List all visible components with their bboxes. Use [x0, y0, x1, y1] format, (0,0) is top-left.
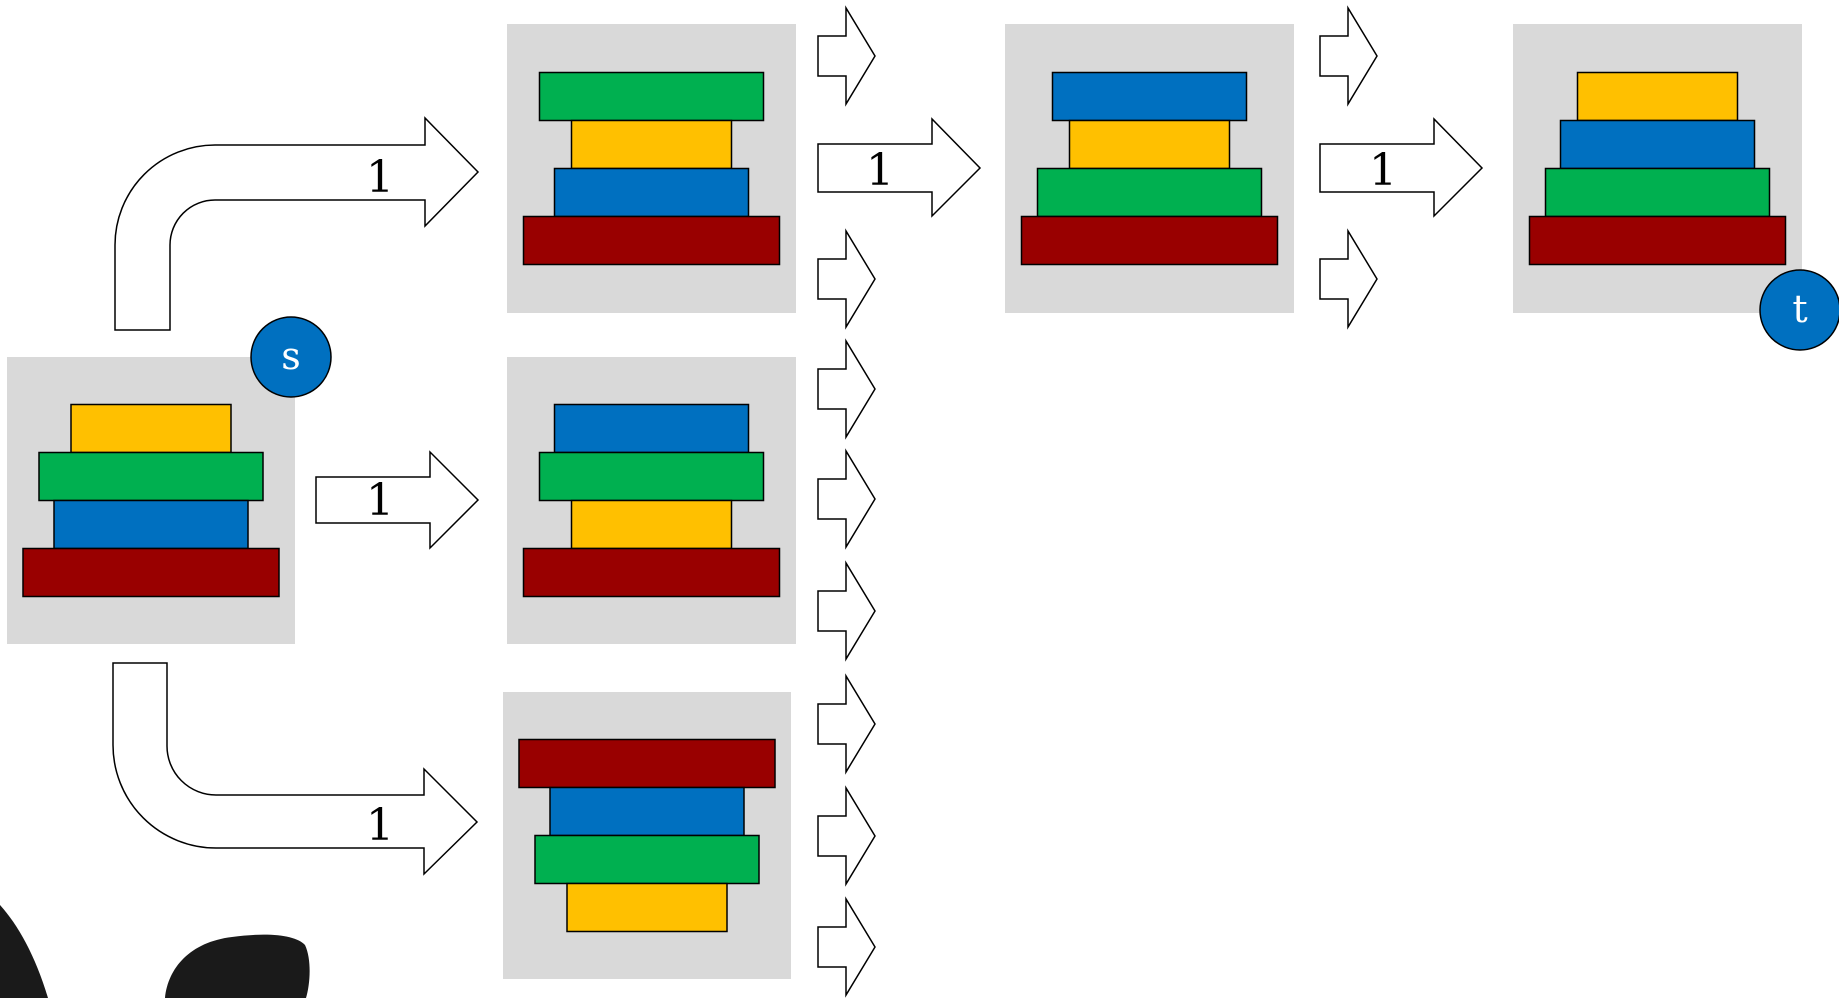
disc-red — [522, 215, 781, 266]
disc-yellow — [1068, 119, 1231, 170]
disc-red — [22, 547, 280, 598]
disc-green — [534, 834, 760, 885]
decorative-dark-blob — [0, 905, 310, 998]
disc-blue — [1559, 119, 1756, 170]
start-node-label: s — [281, 334, 301, 378]
small-arrow — [817, 785, 876, 887]
state-panel-level1-middle — [507, 357, 796, 644]
small-outgoing-arrows — [817, 5, 1378, 998]
target-node-circle — [1759, 269, 1839, 351]
disc-yellow — [70, 403, 232, 454]
straight-arrow — [817, 117, 982, 218]
small-arrow — [817, 560, 876, 662]
straight-arrow — [315, 450, 480, 550]
disc-red — [1528, 215, 1787, 266]
state-panels — [7, 24, 1802, 979]
disc-green — [1036, 167, 1263, 218]
dark-shape-left — [0, 905, 48, 998]
edge-weight-label: 1 — [866, 145, 894, 196]
disc-blue — [549, 786, 745, 837]
edge-weight-label: 1 — [366, 152, 394, 203]
edge-start-to-top: 1 — [114, 116, 480, 331]
small-arrow — [817, 5, 876, 107]
small-arrow — [1319, 5, 1378, 107]
straight-arrow — [1319, 117, 1484, 218]
disc-yellow — [570, 499, 733, 550]
small-arrow — [817, 448, 876, 550]
disc-blue — [553, 167, 750, 218]
disc-red — [522, 547, 781, 598]
state-panel-start — [7, 357, 295, 644]
target-node-label: t — [1792, 287, 1807, 331]
curved-arrow-up — [114, 116, 480, 331]
target-node: t — [1759, 269, 1839, 351]
disc-red — [1020, 215, 1279, 266]
small-arrow — [1319, 228, 1378, 330]
disc-green — [1544, 167, 1771, 218]
small-arrow — [817, 338, 876, 440]
edge-start-to-middle: 1 — [315, 450, 480, 550]
disc-blue — [53, 499, 249, 550]
curved-arrow-down — [112, 662, 479, 876]
disc-blue — [553, 403, 750, 454]
state-panel-level1-bottom — [503, 692, 791, 979]
start-node-circle — [250, 316, 332, 398]
disc-green — [538, 71, 765, 122]
state-panel-level1-top — [507, 24, 796, 313]
disc-yellow — [1576, 71, 1739, 122]
disc-green — [38, 451, 264, 502]
edge-weight-label: 1 — [1369, 145, 1397, 196]
disc-red — [518, 738, 776, 789]
disc-green — [538, 451, 765, 502]
disc-blue — [1051, 71, 1248, 122]
start-node: s — [250, 316, 332, 398]
edge-weight-label: 1 — [366, 800, 394, 851]
disc-yellow — [570, 119, 733, 170]
edge-top-to-level2: 1 — [817, 117, 982, 218]
edge-start-to-bottom: 1 — [112, 662, 479, 876]
small-arrow — [817, 228, 876, 330]
disc-yellow — [566, 882, 728, 933]
dark-shape-right — [165, 934, 310, 998]
edge-weight-label: 1 — [366, 475, 394, 526]
small-arrow — [817, 896, 876, 998]
state-panel-target — [1513, 24, 1802, 313]
edge-level2-to-target: 1 — [1319, 117, 1484, 218]
state-panel-level2 — [1005, 24, 1294, 313]
small-arrow — [817, 673, 876, 775]
